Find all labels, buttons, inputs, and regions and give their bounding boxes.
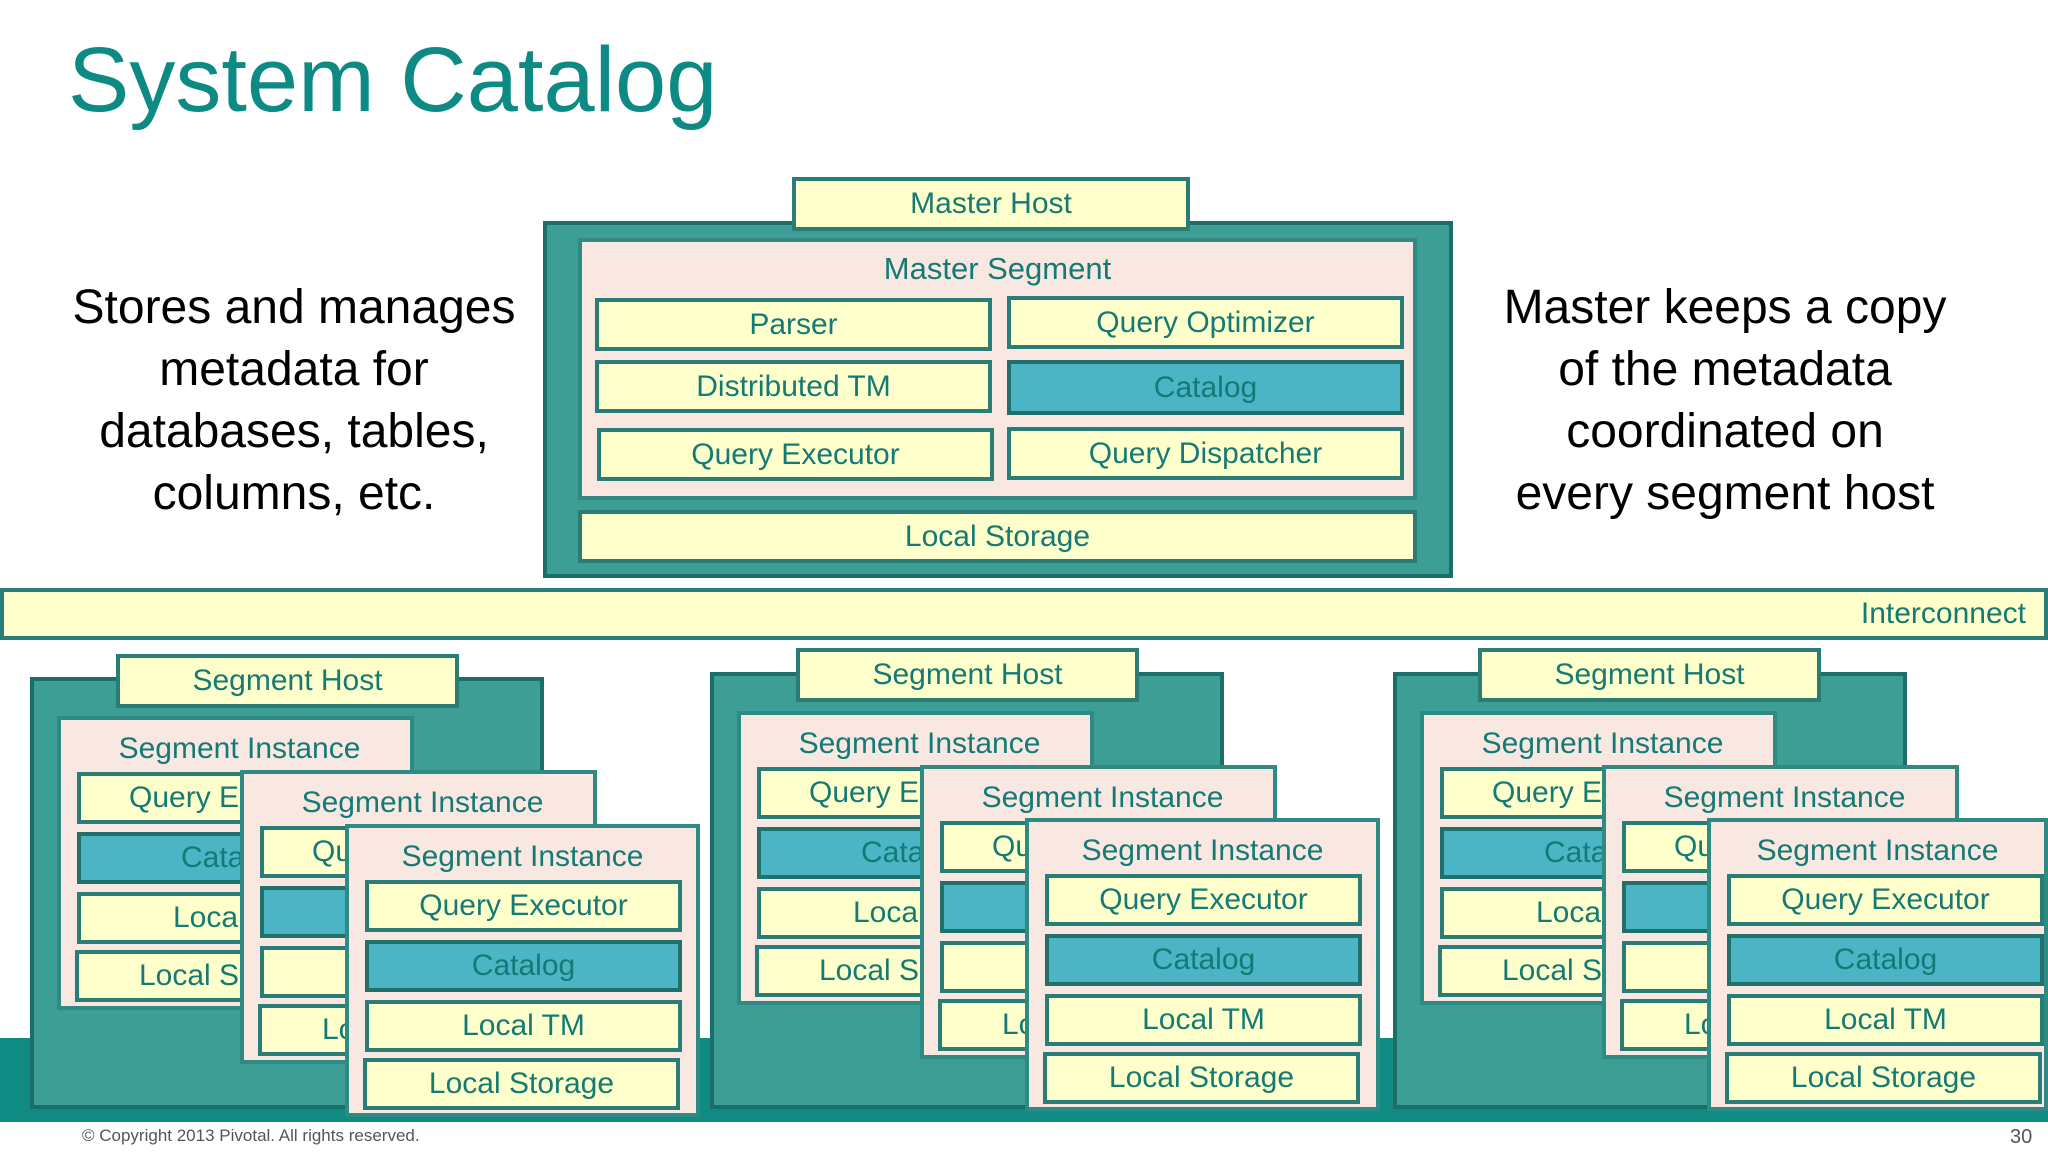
segment-instance-label: Segment Instance [981, 781, 1224, 814]
interconnect-label: Interconnect [1860, 597, 2026, 630]
copyright-footer: © Copyright 2013 Pivotal. All rights res… [82, 1126, 420, 1145]
master-segment-label: Master Segment [883, 251, 1112, 286]
left-note-line: columns, etc. [152, 467, 436, 520]
segment-instance-label: Segment Instance [1481, 727, 1724, 760]
segment-instance-front: Segment Instance Query Executor Catalog … [1025, 818, 1380, 1111]
left-note-line: metadata for [159, 343, 429, 396]
segment-instance-label: Segment Instance [401, 840, 644, 873]
segment-instance-label: Segment Instance [798, 727, 1041, 760]
segment-instance-label: Segment Instance [1663, 781, 1906, 814]
right-note-line: Master keeps a copy [1503, 281, 1947, 334]
master-catalog-box: Catalog [1007, 360, 1404, 415]
local-storage-box: Local Storage [1725, 1052, 2042, 1104]
segment-host-label: Segment Host [1478, 648, 1821, 702]
local-storage-box: Local Storage [363, 1058, 680, 1110]
master-local-storage-box: Local Storage [578, 510, 1417, 563]
right-note: Master keeps a copy of the metadata coor… [1470, 277, 1980, 525]
query-dispatcher-box: Query Dispatcher [1007, 427, 1404, 480]
interconnect-bar: Interconnect [0, 588, 2048, 640]
left-note-line: databases, tables, [99, 405, 489, 458]
catalog-box: Catalog [1045, 934, 1362, 986]
segment-instance-label: Segment Instance [118, 732, 361, 765]
query-executor-box: Query Executor [597, 428, 994, 481]
segment-host-label: Segment Host [116, 654, 459, 708]
right-note-line: of the metadata [1558, 343, 1892, 396]
page-number: 30 [2010, 1126, 2033, 1148]
left-note-line: Stores and manages [72, 281, 516, 334]
catalog-box: Catalog [1727, 934, 2044, 986]
query-executor-box: Query Executor [1727, 874, 2044, 926]
segment-instance-front: Segment Instance Query Executor Catalog … [345, 824, 700, 1117]
local-tm-box: Local TM [1727, 994, 2044, 1046]
local-tm-box: Local TM [1045, 994, 1362, 1046]
right-note-line: coordinated on [1566, 405, 1884, 458]
catalog-box: Catalog [365, 940, 682, 992]
master-host-label: Master Host [792, 177, 1190, 231]
segment-instance-label: Segment Instance [1081, 834, 1324, 867]
page-title: System Catalog [68, 29, 718, 131]
segment-instance-label: Segment Instance [1756, 834, 1999, 867]
query-executor-box: Query Executor [365, 880, 682, 932]
segment-instance-front: Segment Instance Query Executor Catalog … [1707, 818, 2048, 1111]
segment-instance-label: Segment Instance [301, 786, 544, 819]
local-tm-box: Local TM [365, 1000, 682, 1052]
segment-host-label: Segment Host [796, 648, 1139, 702]
local-storage-box: Local Storage [1043, 1052, 1360, 1104]
right-note-line: every segment host [1515, 467, 1935, 520]
query-optimizer-box: Query Optimizer [1007, 296, 1404, 349]
query-executor-box: Query Executor [1045, 874, 1362, 926]
distributed-tm-box: Distributed TM [595, 360, 992, 413]
parser-box: Parser [595, 298, 992, 351]
left-note: Stores and manages metadata for database… [28, 277, 560, 525]
